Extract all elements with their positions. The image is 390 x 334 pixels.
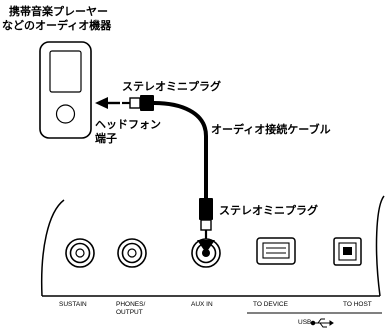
to-device-label: TO DEVICE [253, 301, 288, 308]
stereo-plug-label-top: ステレオミニプラグ [122, 80, 221, 93]
aux-in-label: AUX IN [191, 301, 213, 308]
phones-output-jack [117, 238, 147, 268]
portable-player-illustration [39, 41, 92, 139]
phones-output-label-line1: PHONES/ [116, 301, 146, 308]
stereo-mini-plug-bottom [199, 198, 213, 241]
headphone-jack-label-line2: 端子 [95, 132, 117, 145]
device-title-line1: 携帯音楽プレーヤー [9, 5, 108, 18]
insert-arrow-icon [95, 97, 120, 109]
instrument-rear-panel [40, 195, 385, 297]
stereo-plug-label-bottom: ステレオミニプラグ [219, 204, 318, 217]
sustain-label: SUSTAIN [59, 301, 87, 308]
usb-to-host-port [333, 237, 362, 266]
device-title-line2: などのオーディオ機器 [2, 19, 112, 32]
to-host-label: TO HOST [343, 301, 372, 308]
audio-cable [153, 101, 208, 200]
aux-insert-arrow-icon [197, 240, 215, 253]
headphone-jack-label-line1: ヘッドフォン [95, 118, 161, 131]
usb-icon [310, 318, 334, 328]
audio-cable-label: オーディオ接続ケーブル [211, 123, 331, 136]
stereo-mini-plug-top [122, 95, 154, 111]
usb-to-device-port [256, 237, 296, 265]
sustain-jack [65, 238, 95, 268]
usb-label: USB [298, 319, 312, 326]
phones-output-label-line2: OUTPUT [116, 309, 143, 316]
